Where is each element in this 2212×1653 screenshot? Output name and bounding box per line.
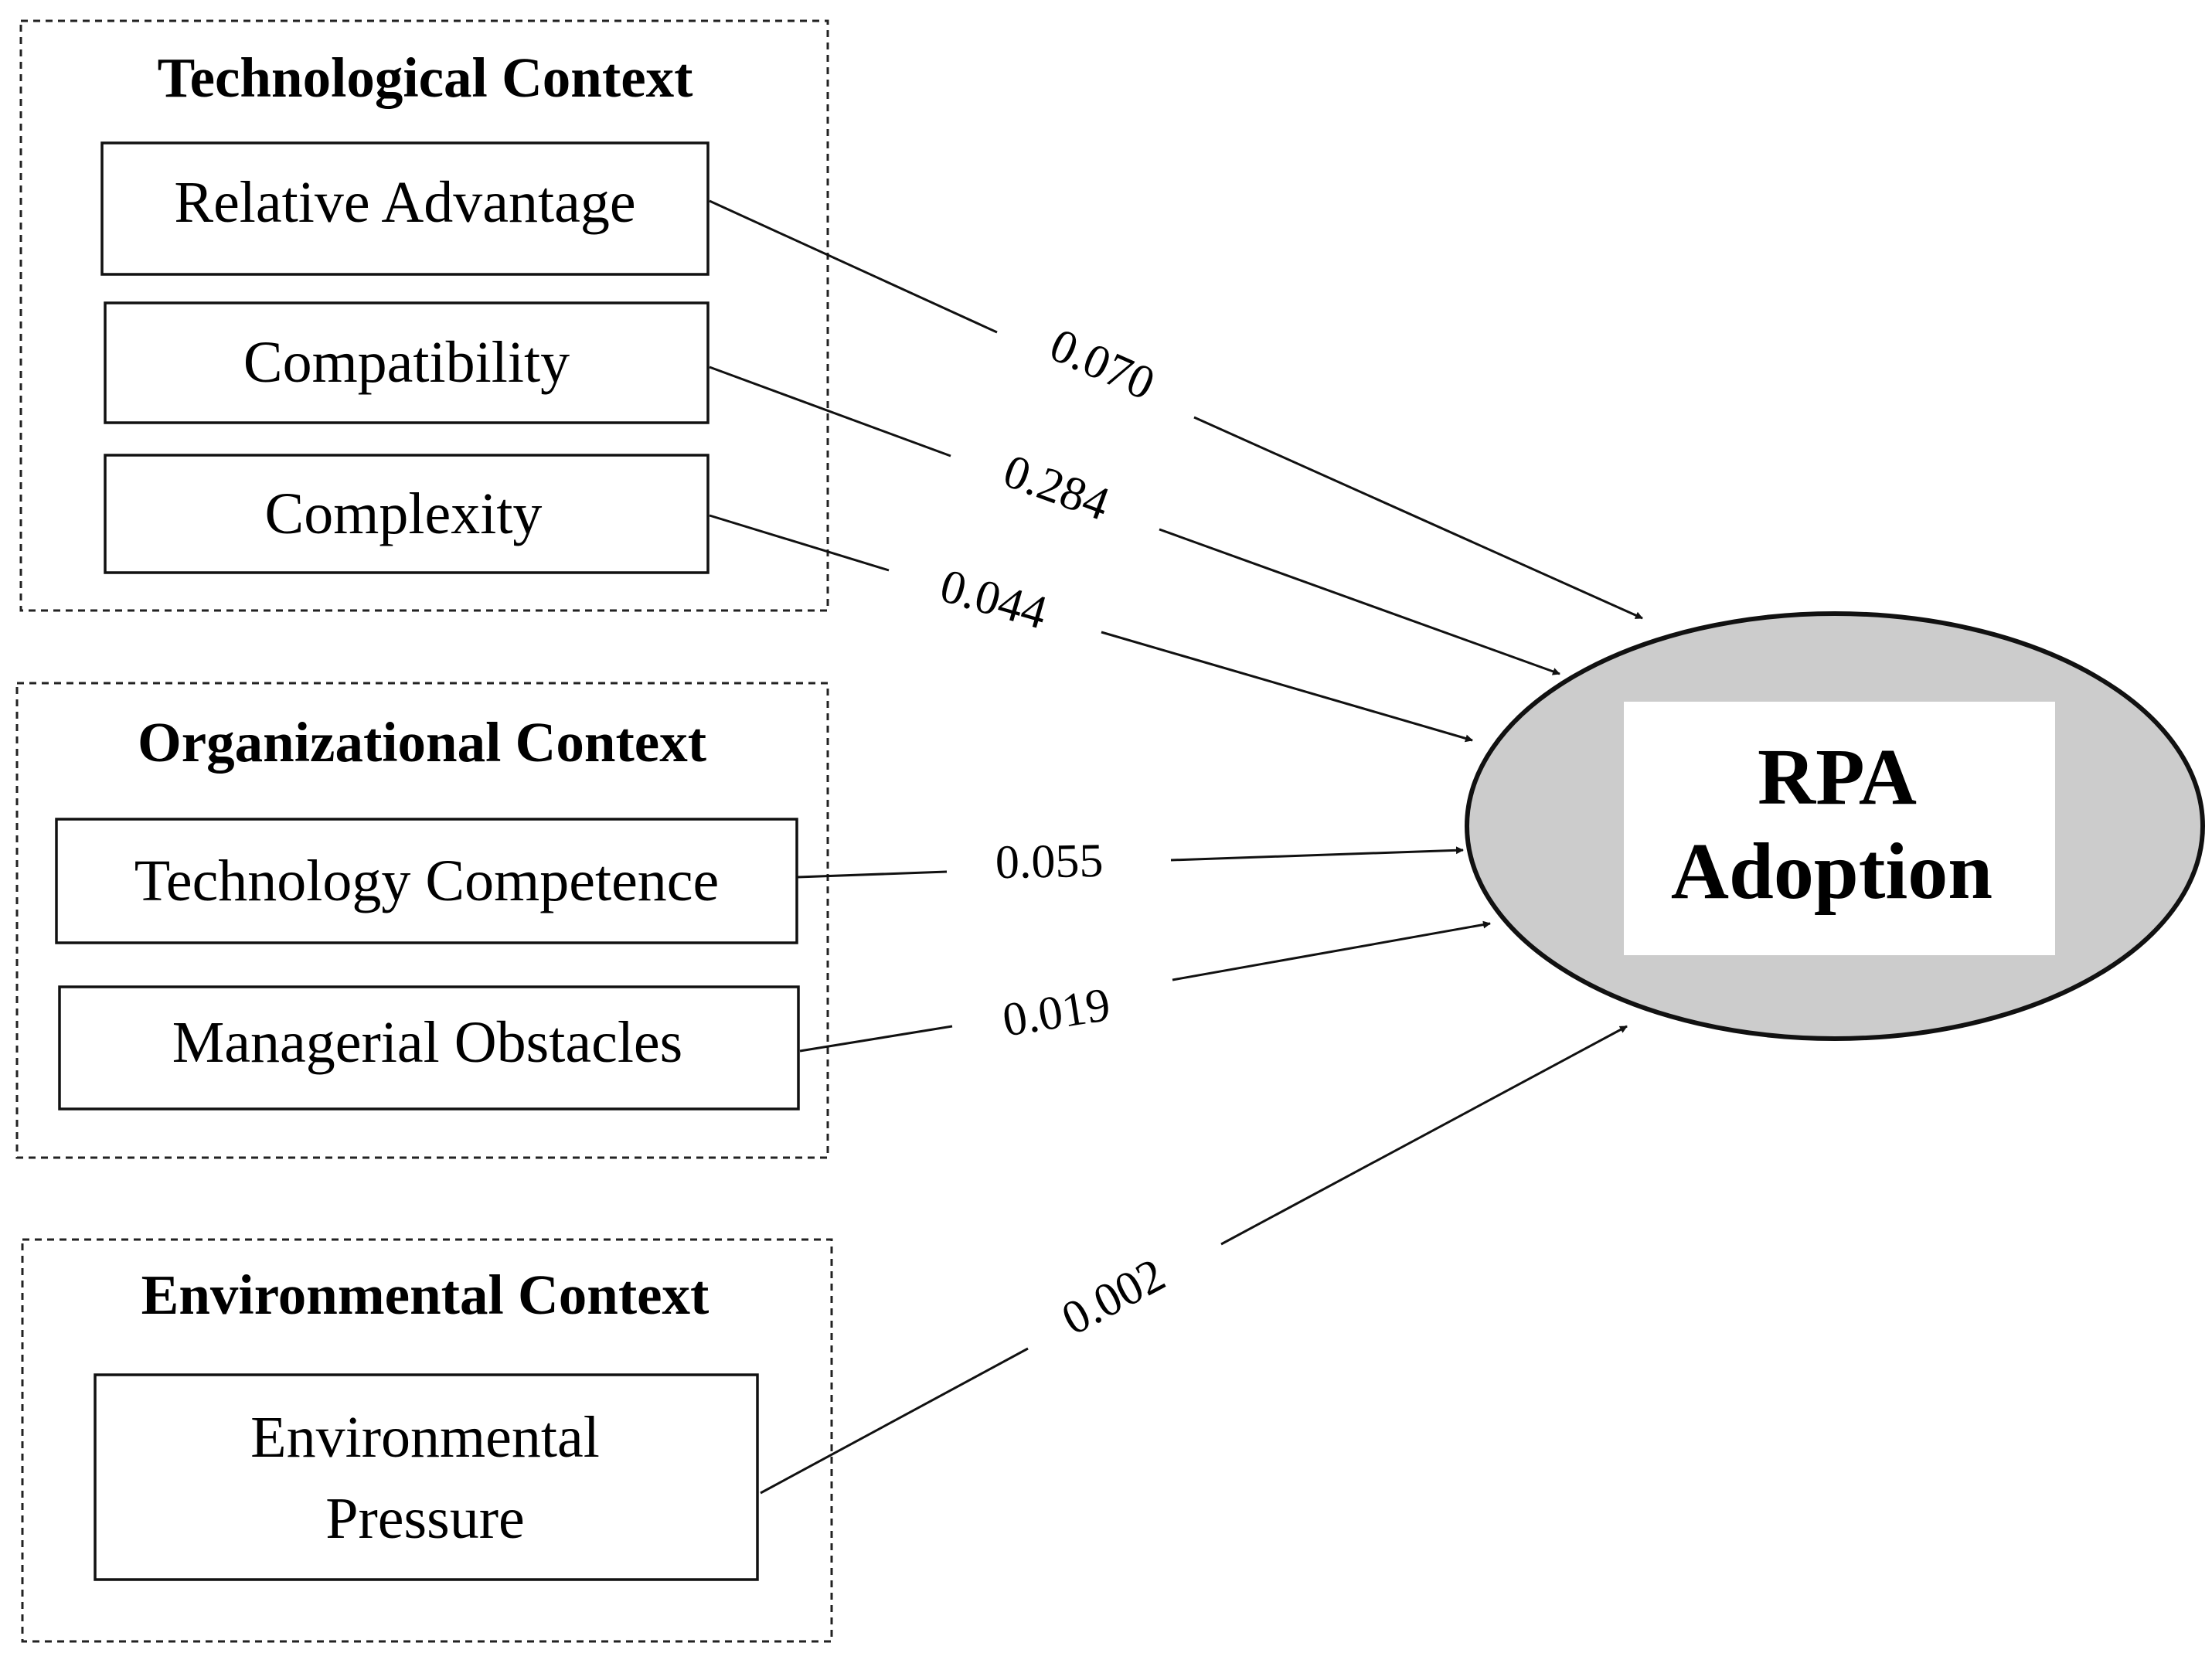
rpa-adoption-label-line2: Adoption bbox=[1671, 827, 1993, 916]
path-managerial-obstacles: 0.019 bbox=[799, 920, 1491, 1053]
coef-complexity: 0.044 bbox=[934, 560, 1053, 640]
rpa-adoption-label-panel bbox=[1624, 702, 2055, 955]
coef-compatibility: 0.284 bbox=[997, 444, 1116, 531]
coef-relative-advantage: 0.070 bbox=[1043, 318, 1162, 410]
environmental-pressure-label-line2: Pressure bbox=[325, 1486, 525, 1551]
path-compatibility: 0.284 bbox=[709, 366, 1560, 675]
technology-competence-label: Technology Competence bbox=[134, 849, 720, 913]
managerial-obstacles-label: Managerial Obstacles bbox=[172, 1010, 683, 1075]
organizational-context-title: Organizational Context bbox=[138, 711, 706, 774]
rpa-adoption-label-line1: RPA bbox=[1758, 733, 1917, 821]
complexity-box bbox=[104, 454, 710, 574]
technological-context-box bbox=[19, 19, 829, 612]
relative-advantage-label: Relative Advantage bbox=[174, 170, 635, 235]
managerial-obstacles-box bbox=[58, 985, 800, 1111]
compatibility-label: Compatibility bbox=[243, 330, 570, 395]
environmental-pressure-box bbox=[94, 1373, 759, 1581]
path-relative-advantage: 0.070 bbox=[709, 199, 1643, 620]
technological-context-title: Technological Context bbox=[158, 46, 693, 109]
coef-environmental-pressure: 0.002 bbox=[1053, 1249, 1173, 1346]
relative-advantage-box bbox=[100, 141, 710, 276]
path-technology-competence: 0.055 bbox=[797, 835, 1464, 889]
environmental-pressure-label-line1: Environmental bbox=[250, 1405, 600, 1470]
complexity-label: Complexity bbox=[265, 481, 543, 546]
coef-technology-competence: 0.055 bbox=[995, 835, 1104, 889]
path-complexity: 0.044 bbox=[709, 514, 1473, 743]
compatibility-box bbox=[104, 301, 710, 424]
path-environmental-pressure: 0.002 bbox=[760, 1025, 1628, 1495]
technology-competence-box bbox=[55, 818, 798, 944]
environmental-context-title: Environmental Context bbox=[141, 1264, 710, 1326]
coef-managerial-obstacles: 0.019 bbox=[999, 978, 1114, 1047]
